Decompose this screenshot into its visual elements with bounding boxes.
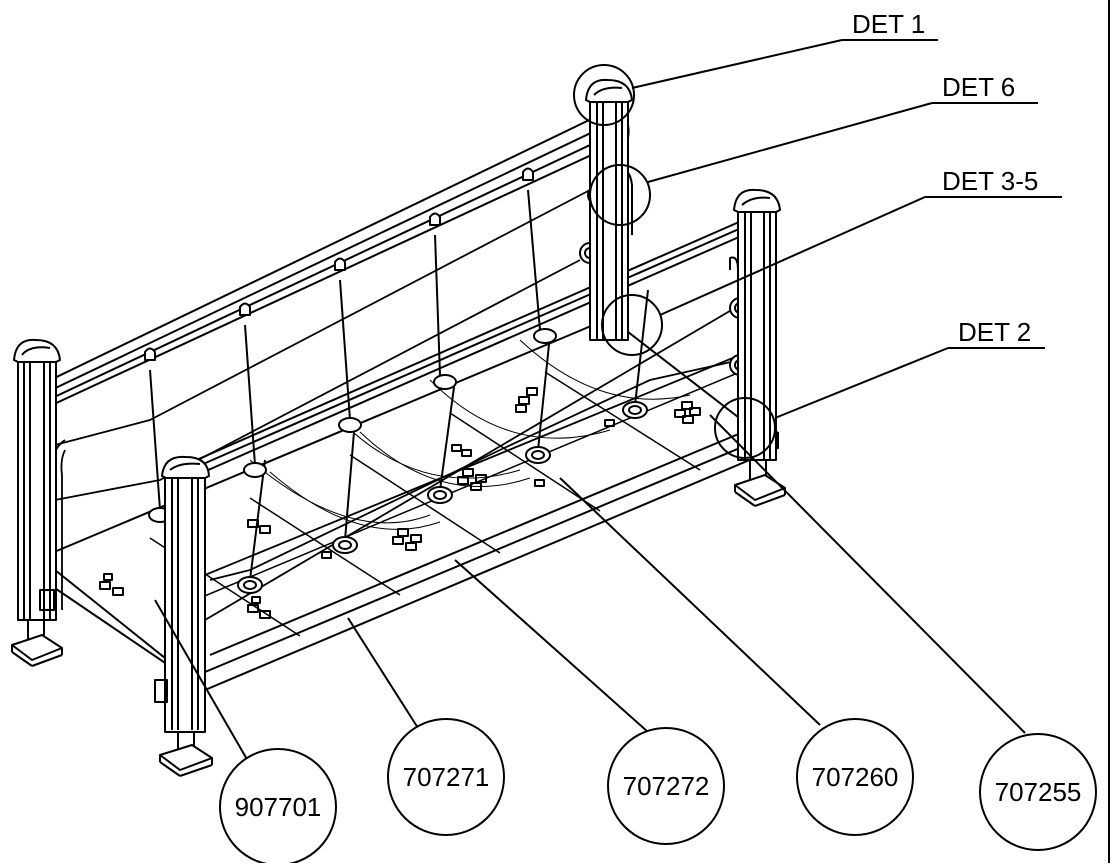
balloon-707260	[796, 718, 914, 836]
detail-labels: DET 1 DET 6 DET 3-5 DET 2	[852, 9, 1038, 347]
part-balloons: 907701 707271 707272 707260 707255	[219, 718, 1097, 866]
bridge-structure	[11, 78, 786, 777]
post-back-right	[585, 78, 633, 341]
base-platform	[39, 317, 779, 691]
balloon-707271	[387, 718, 505, 836]
part-number-707260: 707260	[812, 762, 899, 792]
post-front-left	[154, 455, 213, 777]
part-number-907701: 907701	[235, 792, 322, 822]
det2-circle	[714, 397, 776, 459]
det6-circle	[589, 164, 651, 226]
part-number-707255: 707255	[995, 777, 1082, 807]
part-number-707271: 707271	[403, 762, 490, 792]
det1-circle	[573, 64, 635, 126]
detail-circles	[573, 64, 776, 459]
floor-fasteners	[99, 387, 701, 619]
part-number-707272: 707272	[623, 771, 710, 801]
post-front-right	[733, 188, 786, 507]
back-hanger-straps	[144, 167, 541, 511]
post-back-left	[11, 338, 63, 667]
balloon-707255	[979, 733, 1097, 851]
det1-label: DET 1	[852, 9, 925, 39]
det35-label: DET 3-5	[942, 166, 1038, 196]
front-lower-rails	[204, 304, 741, 621]
leader-lines	[154, 39, 1062, 769]
det35-circle	[601, 294, 663, 356]
balloon-707272	[607, 727, 725, 845]
det6-label: DET 6	[942, 72, 1015, 102]
det2-label: DET 2	[958, 317, 1031, 347]
